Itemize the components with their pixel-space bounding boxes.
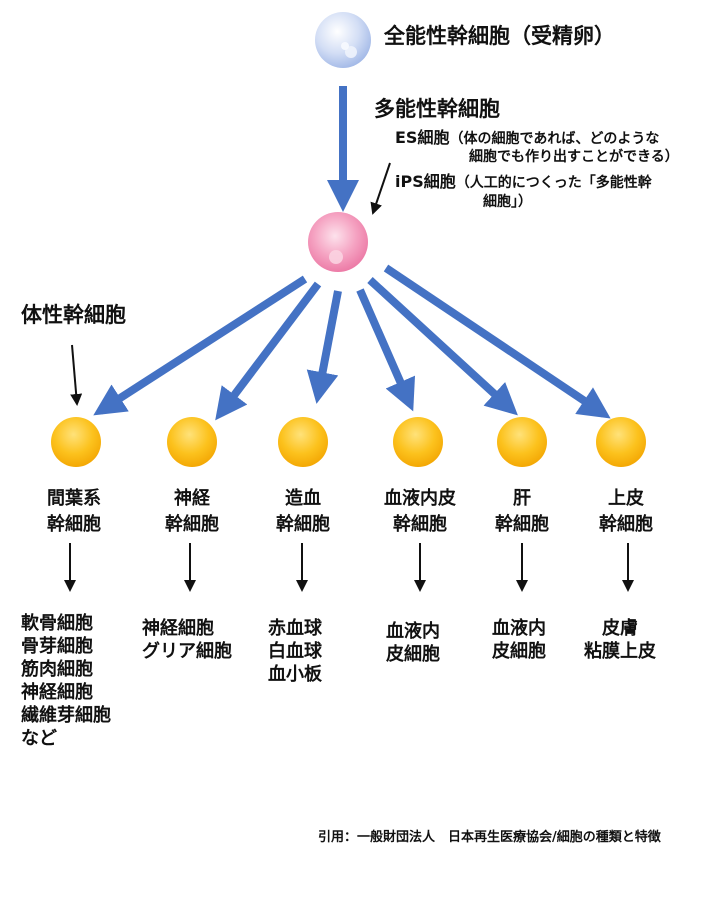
stem-cell-liver bbox=[497, 417, 547, 467]
arrow-to-epithelial-stem-cell bbox=[383, 264, 611, 419]
arrow-to-vascular-endothelial-stem-cell bbox=[356, 288, 416, 412]
arrow-to-neural-stem-cell bbox=[215, 281, 322, 421]
ips-cell-desc-2: 細胞」） bbox=[483, 194, 532, 210]
outputs-liver: 血液内 皮細胞 bbox=[492, 618, 546, 662]
es-cell-name: ES細胞 bbox=[395, 128, 450, 147]
outputs-hematopoietic: 赤血球 白血球 血小板 bbox=[268, 618, 322, 685]
stem-cell-neural bbox=[167, 417, 217, 467]
totipotent-cell bbox=[315, 12, 371, 68]
outputs-mesenchymal: 軟骨細胞 骨芽細胞 筋肉細胞 神経細胞 繊維芽細胞 など bbox=[21, 613, 111, 749]
ips-cell-desc-1: （人工的につくった「多能性幹 bbox=[455, 175, 652, 191]
stem-cell-name-neural: 神経幹細胞 bbox=[165, 488, 219, 535]
es-cell-block: ES細胞（体の細胞であれば、どのような bbox=[395, 124, 659, 148]
stem-cell-epithelial bbox=[596, 417, 646, 467]
arrow-to-liver-stem-cell bbox=[367, 277, 518, 416]
stem-cell-name-vascular-endothelial: 血液内皮幹細胞 bbox=[384, 488, 456, 535]
totipotent-label: 全能性幹細胞（受精卵） bbox=[384, 24, 615, 48]
outputs-epithelial: 皮膚 粘膜上皮 bbox=[584, 618, 656, 662]
es-cell-desc-1: （体の細胞であれば、どのような bbox=[449, 131, 660, 147]
pluripotent-cell bbox=[308, 212, 368, 272]
arrow-somatic-pointer bbox=[70, 344, 83, 406]
citation: 引用：一般財団法人 日本再生医療協会/細胞の種類と特徴 bbox=[318, 830, 661, 845]
somatic-label: 体性幹細胞 bbox=[21, 303, 126, 327]
stem-cell-name-epithelial: 上皮幹細胞 bbox=[599, 488, 653, 535]
outputs-vascular-endothelial: 血液内 皮細胞 bbox=[386, 621, 440, 665]
pluripotent-label: 多能性幹細胞 bbox=[374, 97, 500, 121]
arrow-ips-pointer bbox=[370, 162, 391, 215]
es-cell-desc-2: 細胞でも作り出すことができる） bbox=[469, 149, 679, 165]
stem-cell-hematopoietic bbox=[278, 417, 328, 467]
stem-cell-name-liver: 肝幹細胞 bbox=[495, 488, 549, 535]
stem-cell-mesenchymal bbox=[51, 417, 101, 467]
arrow-to-mesenchymal-stem-cell bbox=[93, 275, 308, 416]
arrow-to-hematopoietic-stem-cell bbox=[306, 290, 342, 404]
ips-cell-block: iPS細胞（人工的につくった「多能性幹 bbox=[395, 168, 652, 192]
outputs-neural: 神経細胞 グリア細胞 bbox=[142, 618, 232, 662]
stem-cell-vascular-endothelial bbox=[393, 417, 443, 467]
ips-cell-name: iPS細胞 bbox=[395, 172, 456, 191]
stem-cell-name-mesenchymal: 間葉系幹細胞 bbox=[47, 488, 101, 535]
stem-cell-name-hematopoietic: 造血幹細胞 bbox=[276, 488, 330, 535]
